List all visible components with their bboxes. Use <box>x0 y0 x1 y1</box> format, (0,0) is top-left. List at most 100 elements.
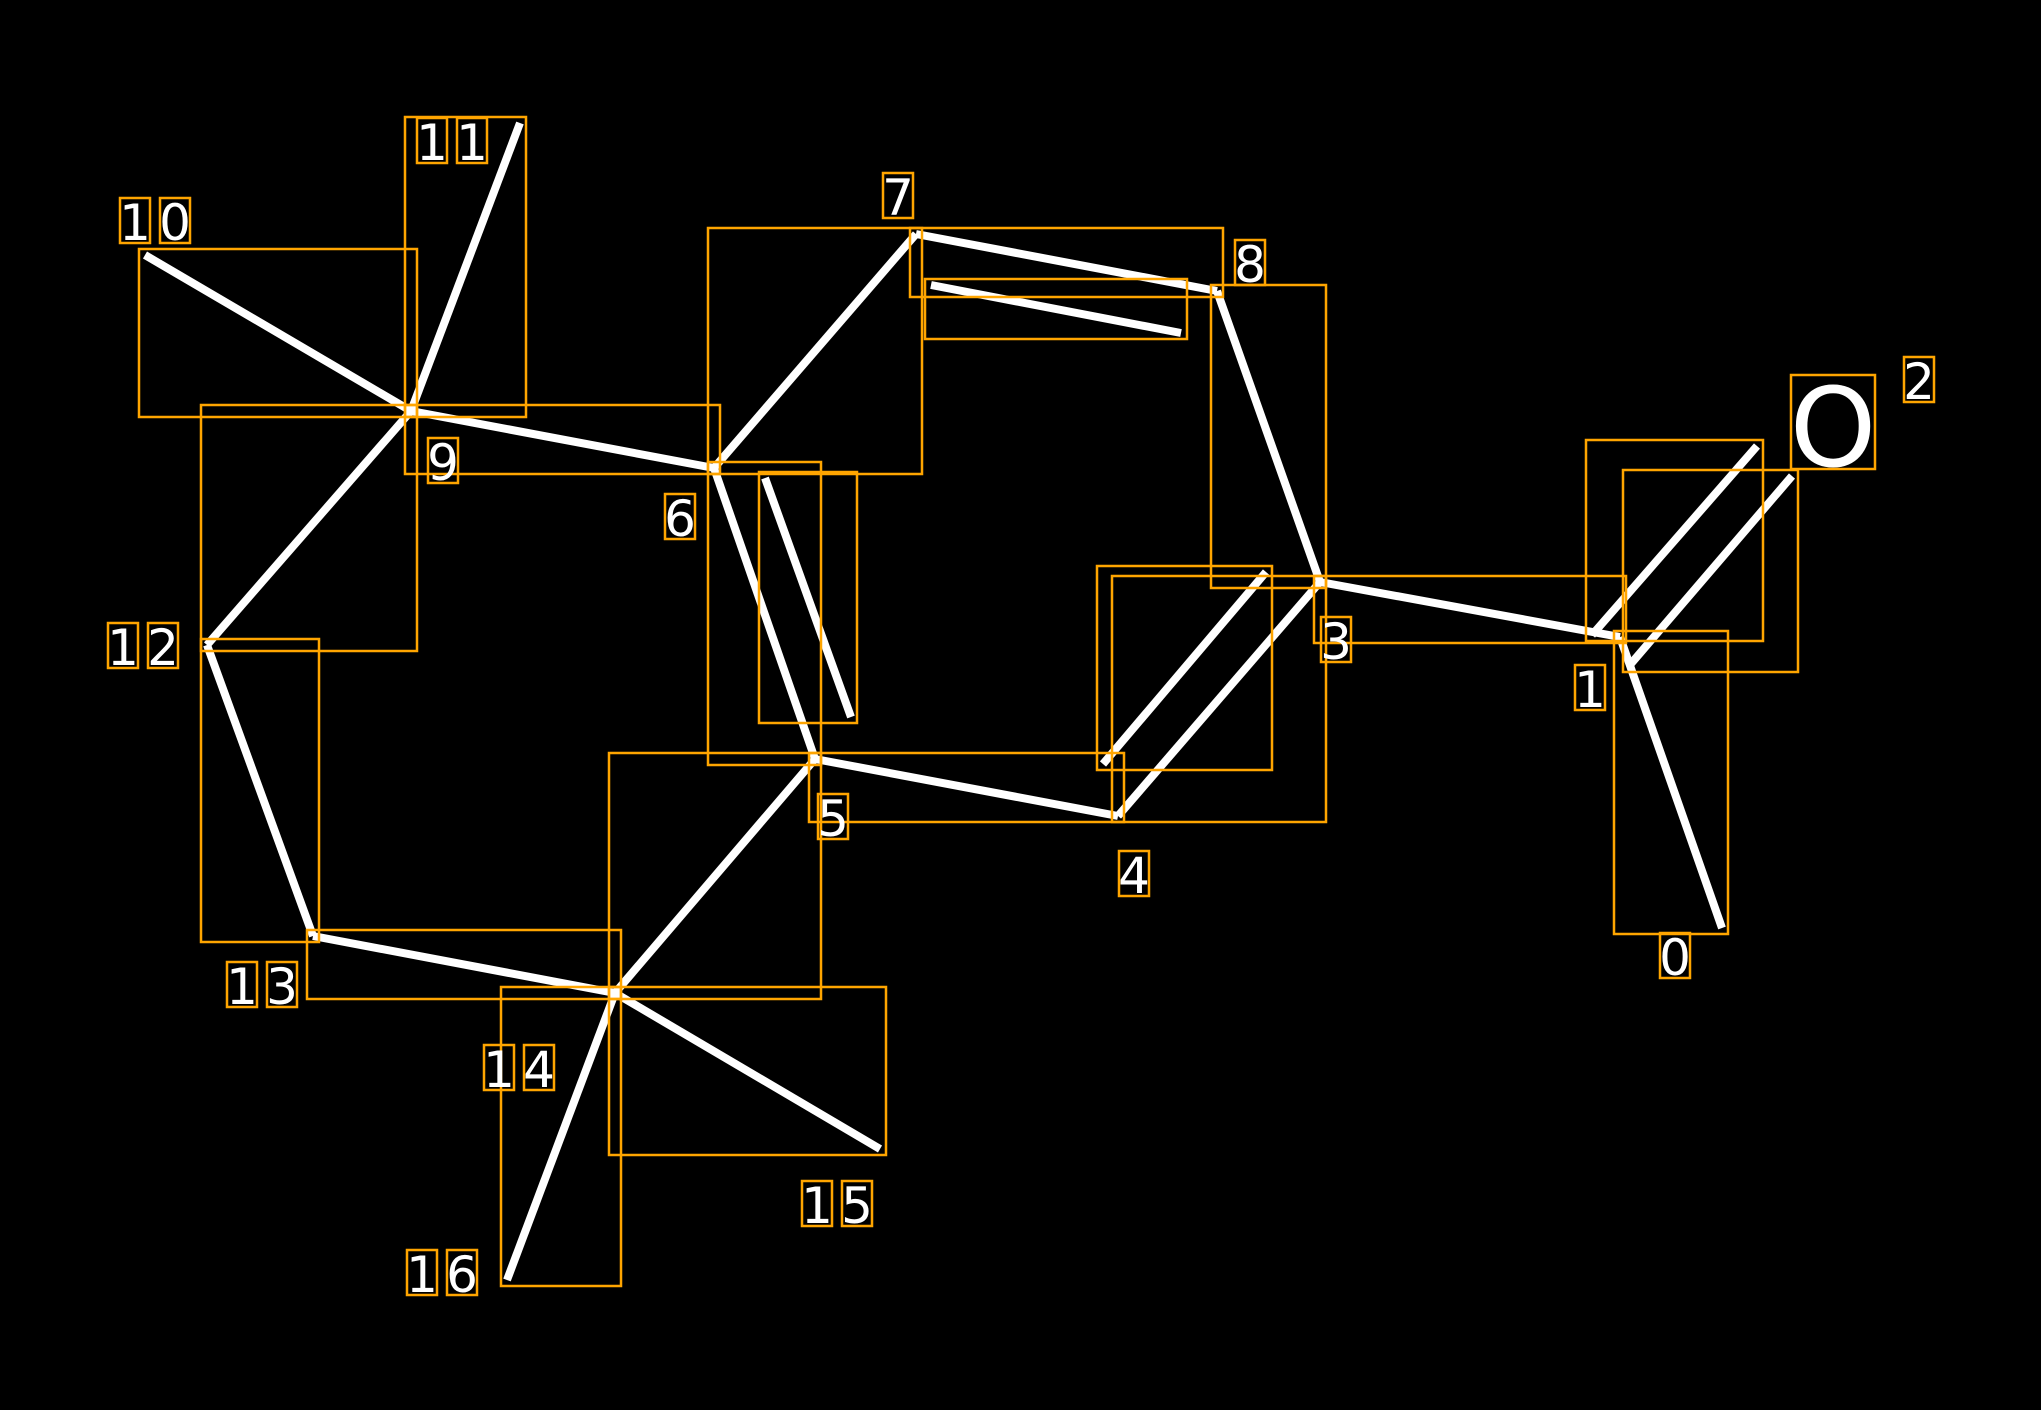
bond-bounding-box <box>1209 283 1328 590</box>
digit-box <box>118 196 152 245</box>
atom-index-label-3: 3 <box>1319 613 1353 671</box>
digit-text: 7 <box>882 169 914 227</box>
digit-text: 1 <box>119 194 151 252</box>
bond-bounding-box <box>923 277 1189 341</box>
bond-line <box>203 408 415 648</box>
digit-box <box>445 1248 479 1297</box>
digit-text: 1 <box>107 619 139 677</box>
digit-box <box>265 960 299 1009</box>
atom-index-label-7: 7 <box>881 169 915 227</box>
digit-box <box>840 1179 874 1228</box>
atom-index-label-0: 0 <box>1658 929 1692 987</box>
bonds-layer <box>142 121 1796 1282</box>
digit-box <box>106 621 140 670</box>
digit-text: 1 <box>416 114 448 172</box>
atom-index-label-4: 4 <box>1117 847 1151 905</box>
digit-box <box>225 960 259 1009</box>
bond-line <box>1099 569 1270 767</box>
digit-box <box>816 792 850 841</box>
bond-bounding-box <box>199 403 419 653</box>
digit-box <box>158 196 192 245</box>
bond-bounding-box <box>706 460 823 767</box>
bond-line <box>761 476 855 719</box>
digit-box <box>426 436 460 485</box>
bond-line <box>1114 579 1324 819</box>
atom-symbol-oxygen: O <box>1790 364 1877 492</box>
bond-line <box>410 407 715 472</box>
digit-box <box>1658 931 1692 980</box>
bond-bounding-box <box>199 637 321 944</box>
digit-box <box>455 116 489 165</box>
bond-bounding-box <box>807 751 1126 824</box>
digit-text: 6 <box>664 490 696 548</box>
bond-bounding-box <box>137 247 419 419</box>
bond-line <box>710 231 920 471</box>
bond-bounding-box <box>908 226 1225 299</box>
bond-bounding-box <box>403 403 722 476</box>
digit-box <box>800 1179 834 1228</box>
bond-line <box>930 281 1182 337</box>
bond-line <box>1588 443 1761 638</box>
bond-bounding-box <box>305 928 623 1001</box>
digit-text: 9 <box>427 434 459 492</box>
bond-bounding-box <box>757 470 859 725</box>
digit-box <box>881 171 915 220</box>
bond-line <box>203 643 317 938</box>
bond-bounding-box <box>1584 438 1765 643</box>
digit-box <box>146 621 180 670</box>
bond-line <box>915 230 1218 295</box>
digit-text: 2 <box>1903 353 1935 411</box>
bond-line <box>1319 578 1621 641</box>
bond-bounding-box <box>706 226 924 476</box>
digit-text: 8 <box>1234 236 1266 294</box>
atom-index-label-2: 2 <box>1902 353 1936 411</box>
digit-text: 6 <box>446 1246 478 1304</box>
atom-index-label-6: 6 <box>663 490 697 548</box>
atom-index-label-8: 8 <box>1233 236 1267 294</box>
bond-bounding-box <box>1095 564 1274 772</box>
digit-text: 4 <box>523 1041 555 1099</box>
bond-line <box>611 756 819 996</box>
digit-text: 0 <box>159 194 191 252</box>
digit-text: 1 <box>456 114 488 172</box>
digit-text: 1 <box>801 1177 833 1235</box>
digit-text: 1 <box>226 958 258 1016</box>
digit-text: 3 <box>1320 613 1352 671</box>
atom-index-label-9: 9 <box>426 434 460 492</box>
bounding-boxes-layer <box>137 115 1877 1288</box>
bond-bounding-box <box>499 985 623 1288</box>
digit-box <box>405 1248 439 1297</box>
atom-index-label-5: 5 <box>816 790 850 848</box>
digit-box <box>663 492 697 541</box>
atom-symbol-box <box>1789 373 1877 471</box>
digit-text: 4 <box>1118 847 1150 905</box>
digit-text: 3 <box>266 958 298 1016</box>
digit-box <box>1117 849 1151 898</box>
bond-line <box>1616 635 1726 930</box>
bond-line <box>814 755 1119 820</box>
atom-index-label-1: 1 <box>1573 661 1607 719</box>
digit-text: 2 <box>147 619 179 677</box>
digit-text: 1 <box>406 1246 438 1304</box>
bond-bounding-box <box>1312 574 1628 645</box>
bond-bounding-box <box>607 985 888 1157</box>
bond-bounding-box <box>607 751 823 1001</box>
bond-bounding-box <box>1621 468 1800 674</box>
digit-text: 5 <box>841 1177 873 1235</box>
digit-text: 1 <box>483 1041 515 1099</box>
bond-line <box>407 121 524 413</box>
bond-line <box>503 991 619 1282</box>
digit-text: 1 <box>1574 661 1606 719</box>
bond-line <box>612 989 883 1153</box>
bond-line <box>710 466 819 761</box>
digit-text: 0 <box>1659 929 1691 987</box>
